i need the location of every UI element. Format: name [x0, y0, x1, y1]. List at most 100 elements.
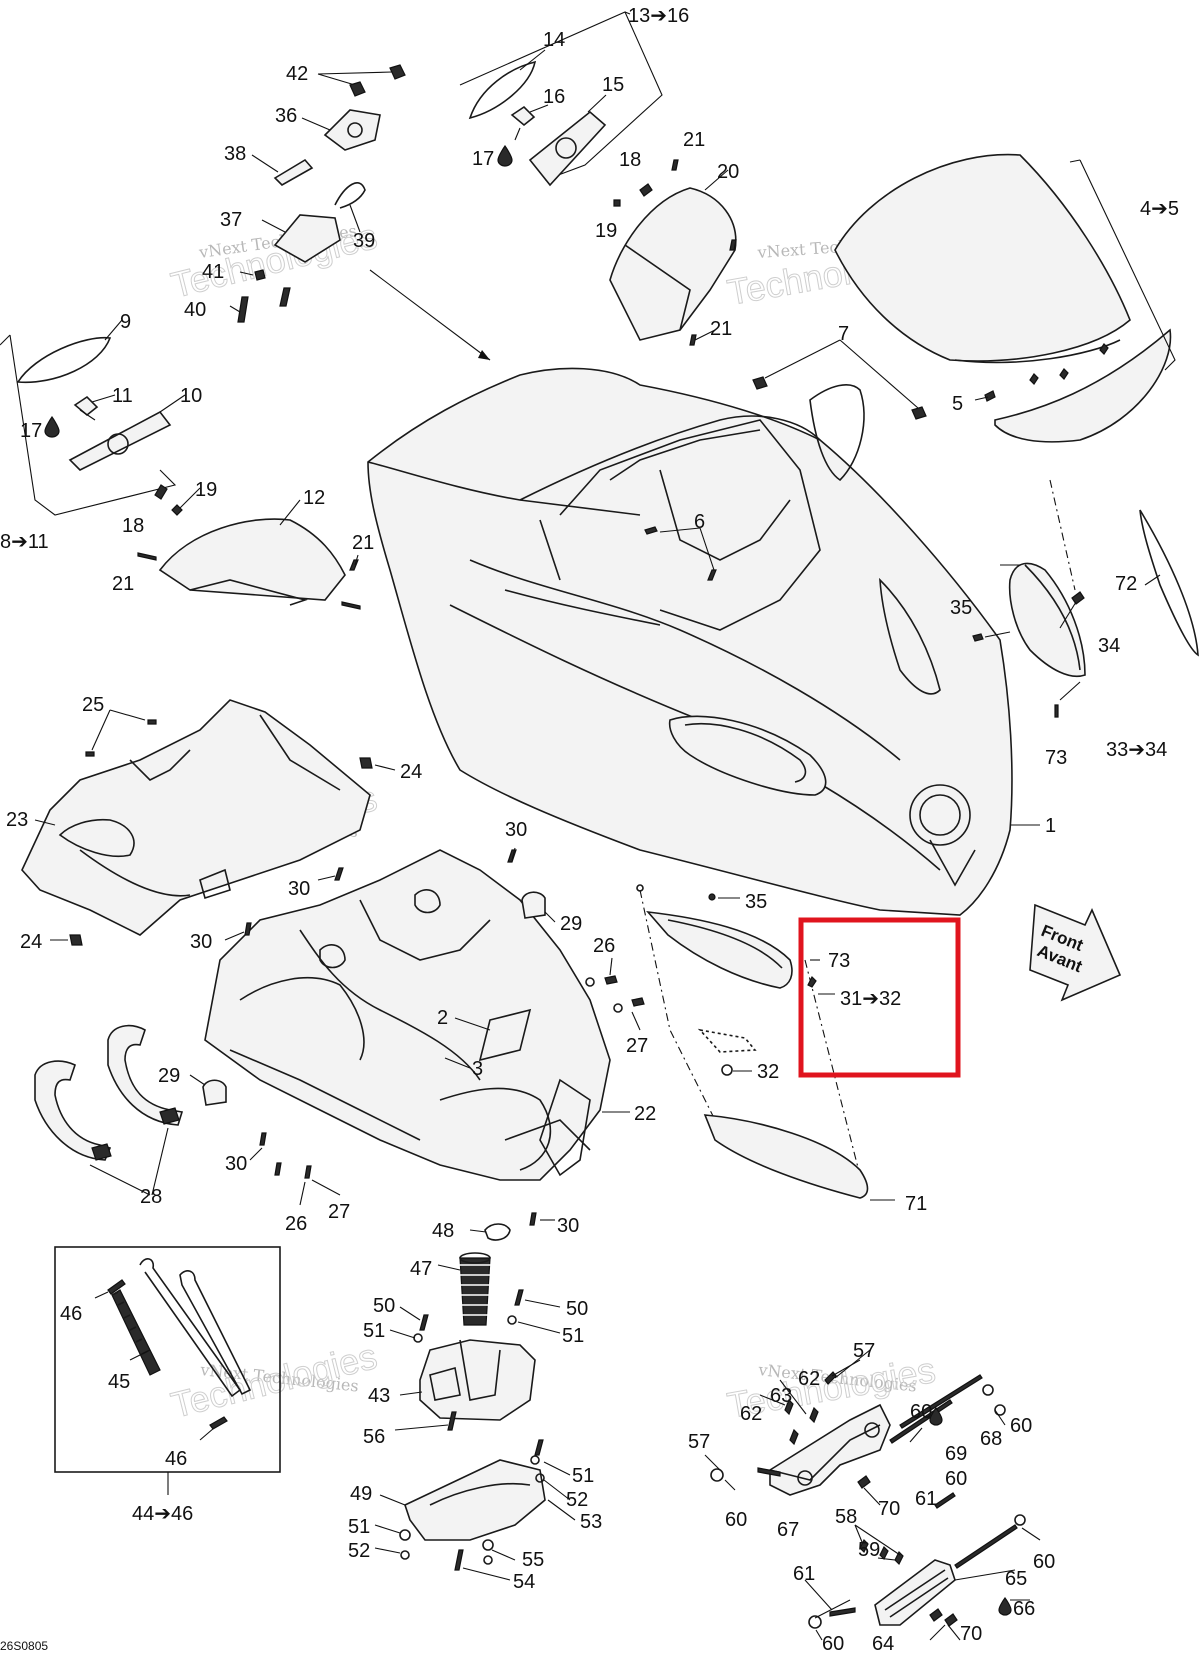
callout-label: 14 [543, 29, 565, 51]
callout-label: 53 [580, 1511, 602, 1533]
spring-part-18 [639, 183, 653, 197]
gauge-housing-12 [137, 499, 361, 610]
knob-part-11 [73, 395, 99, 417]
callout-label: 40 [184, 299, 206, 321]
callout-label: 69 [945, 1443, 967, 1465]
callout-label: 51 [363, 1320, 385, 1342]
callout-label: 59 [858, 1539, 880, 1561]
callout-label: 61 [915, 1488, 937, 1510]
callout-label: 30 [557, 1215, 579, 1237]
side-mirror-assembly [972, 479, 1199, 718]
screw-part-25 [147, 719, 157, 725]
callout-label: 24 [20, 931, 42, 953]
left-lens-assembly [0, 319, 201, 516]
clamp-part-48 [484, 1223, 511, 1241]
callout-label: 73 [1045, 747, 1067, 769]
callout-label: 58 [835, 1506, 857, 1528]
drawing-code: 26S0805 [0, 1639, 48, 1653]
latch-body-37 [273, 214, 341, 263]
highlight-box [798, 917, 961, 1078]
callout-label: 47 [410, 1258, 432, 1280]
bracket-part-67 [769, 1403, 891, 1496]
callout-label: 72 [1115, 573, 1137, 595]
callout-label: 34 [1098, 635, 1120, 657]
callout-label: 21 [112, 573, 134, 595]
gauge-housing-20 [609, 159, 737, 346]
callout-label: 68 [980, 1428, 1002, 1450]
callout-label: 70 [960, 1623, 982, 1645]
strap-set-28 [34, 1024, 227, 1196]
plate-part-10 [68, 410, 172, 471]
callout-label: 6 [694, 511, 705, 533]
vent-opening [668, 715, 827, 796]
callout-label: 30 [505, 819, 527, 841]
clip-part-42 [349, 81, 366, 97]
watermark-text: Technologies [167, 215, 381, 306]
callout-label: 27 [328, 1201, 350, 1223]
callout-label: 7 [838, 323, 849, 345]
callout-label: 45 [108, 1371, 130, 1393]
callout-label: 21 [683, 129, 705, 151]
windshield-part-4 [834, 153, 1131, 362]
callout-label: 54 [513, 1571, 535, 1593]
plate-part-15 [528, 110, 607, 187]
callout-label: 27 [626, 1035, 648, 1057]
callout-labels: 13➔16 14 16 15 17 42 36 38 37 39 41 40 2… [0, 5, 1179, 1653]
clip-part-42 [389, 64, 406, 80]
callout-label: 24 [400, 761, 422, 783]
screw-part-21 [671, 159, 679, 171]
callout-label: 46 [165, 1448, 187, 1470]
callout-label: 67 [777, 1519, 799, 1541]
bracket-assembly-57-70 [704, 1349, 1041, 1641]
callout-label: 30 [225, 1153, 247, 1175]
screw-part-35 [972, 633, 984, 642]
nut-part-41 [254, 269, 266, 281]
callout-label: 64 [872, 1633, 894, 1653]
callout-label: 21 [710, 318, 732, 340]
callout-label: 71 [905, 1193, 927, 1215]
handle-part-38 [273, 158, 314, 186]
callout-label: 60 [822, 1633, 844, 1653]
steering-column-bracket [374, 1223, 576, 1581]
bracket-part-36 [323, 109, 381, 151]
screw-part-30 [334, 867, 344, 881]
inner-panel-22 [204, 847, 645, 1226]
bracket-part-2 [478, 1008, 532, 1062]
nut-part-24 [359, 757, 373, 769]
callout-label: 4➔5 [1140, 198, 1179, 220]
callout-label: 60 [725, 1509, 747, 1531]
callout-label: 50 [373, 1295, 395, 1317]
callout-label: 17 [472, 148, 494, 170]
callout-label: 29 [158, 1065, 180, 1087]
callout-label: 62 [798, 1368, 820, 1390]
callout-label: 16 [543, 86, 565, 108]
callout-label: 29 [560, 913, 582, 935]
callout-label: 28 [140, 1186, 162, 1208]
kit-frame [54, 1246, 281, 1473]
callout-label: 12 [303, 487, 325, 509]
screw-part-73 [1054, 704, 1059, 718]
callout-label: 15 [602, 74, 624, 96]
callout-label: 37 [220, 209, 242, 231]
grommet-part-29 [202, 1079, 227, 1106]
callout-label: 42 [286, 63, 308, 85]
callout-label: 60 [1010, 1415, 1032, 1437]
callout-label: 63 [770, 1385, 792, 1407]
screw-part-26 [604, 975, 618, 985]
deflector-23 [21, 699, 396, 946]
callout-label: 17 [20, 420, 42, 442]
callout-label: 19 [595, 220, 617, 242]
callout-label: 49 [350, 1483, 372, 1505]
callout-label: 73 [828, 950, 850, 972]
mirror-glass-72 [1139, 509, 1199, 657]
callout-label: 25 [82, 694, 104, 716]
callout-label: 32 [757, 1061, 779, 1083]
housing-part-20 [609, 187, 737, 341]
group-bracket-line [459, 11, 663, 181]
callout-label: 2 [437, 1007, 448, 1029]
windshield-assembly [834, 153, 1176, 443]
callout-label: 26 [593, 935, 615, 957]
callout-label: 21 [352, 532, 374, 554]
latch-assembly [229, 64, 491, 361]
